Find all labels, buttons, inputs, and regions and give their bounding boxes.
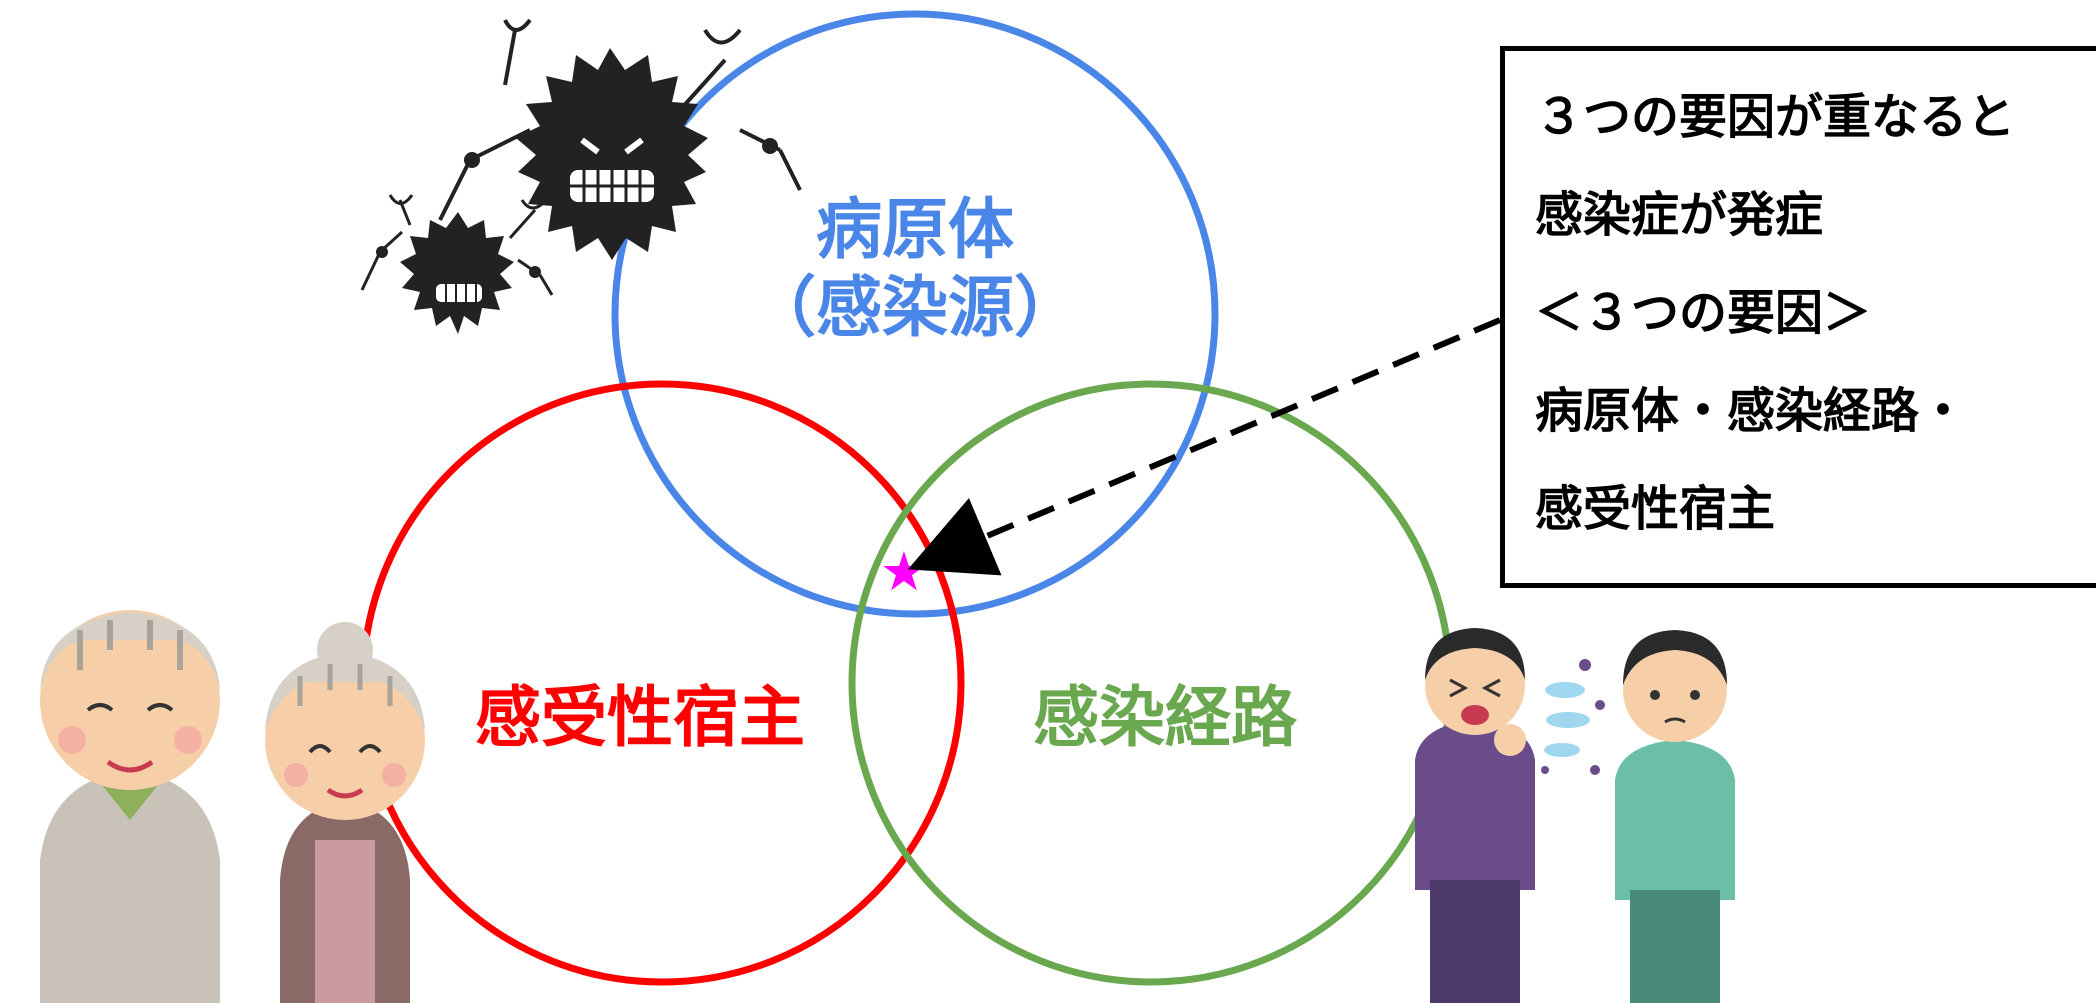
route-label: 感染経路	[1033, 679, 1298, 756]
callout-line-5: 感受性宿主	[1535, 481, 1776, 537]
callout-line-1: ３つの要因が重なると	[1535, 89, 2016, 145]
virus-small-icon	[360, 194, 554, 334]
coughing-man-icon	[1415, 628, 1535, 1003]
pathogen-sublabel: （感染源）	[750, 269, 1080, 346]
pathogen-circle	[611, 10, 1219, 618]
droplets-icon	[1541, 659, 1605, 775]
virus-large-icon	[438, 18, 802, 260]
pathogen-label: 病原体	[816, 191, 1014, 268]
callout-line-3: ＜３つの要因＞	[1535, 285, 1872, 341]
callout-line-4: 病原体・感染経路・	[1535, 383, 1968, 439]
elderly-woman-icon	[265, 622, 425, 1003]
callout-arrow	[907, 317, 1502, 576]
intersection-star-icon: ★	[880, 540, 928, 603]
host-label: 感受性宿主	[475, 679, 805, 756]
elderly-man-icon	[40, 610, 220, 1003]
callout-box: ３つの要因が重なると 感染症が発症 ＜３つの要因＞ 病原体・感染経路・ 感受性宿…	[1500, 46, 2096, 588]
callout-line-2: 感染症が発症	[1535, 187, 1824, 243]
listening-man-icon	[1615, 630, 1735, 1003]
